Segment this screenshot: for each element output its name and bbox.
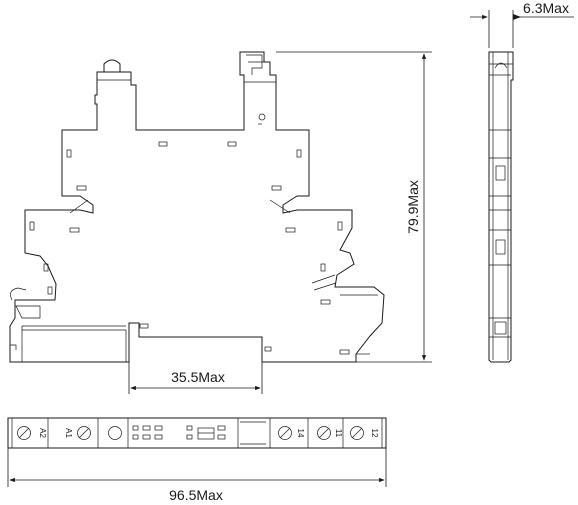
- top-view: A2 A1 14 11 12: [7, 417, 387, 449]
- terminal-label-11: 11: [334, 429, 343, 438]
- rail-width-label: 35.5Max: [171, 369, 225, 385]
- depth-label: 6.3Max: [523, 0, 569, 16]
- terminal-label-a2: A2: [38, 428, 47, 438]
- dimension-rail-width: 35.5Max: [128, 362, 263, 394]
- side-view: [488, 51, 514, 363]
- length-label: 96.5Max: [169, 487, 223, 503]
- front-view: [9, 51, 385, 363]
- dimension-length: 96.5Max: [7, 448, 387, 503]
- terminal-label-a1: A1: [64, 428, 73, 438]
- dimension-depth: 6.3Max: [470, 0, 574, 48]
- terminal-label-14: 14: [296, 429, 305, 438]
- height-label: 79.9Max: [405, 180, 421, 234]
- terminal-label-12: 12: [370, 429, 379, 438]
- dimension-height: 79.9Max: [276, 51, 432, 363]
